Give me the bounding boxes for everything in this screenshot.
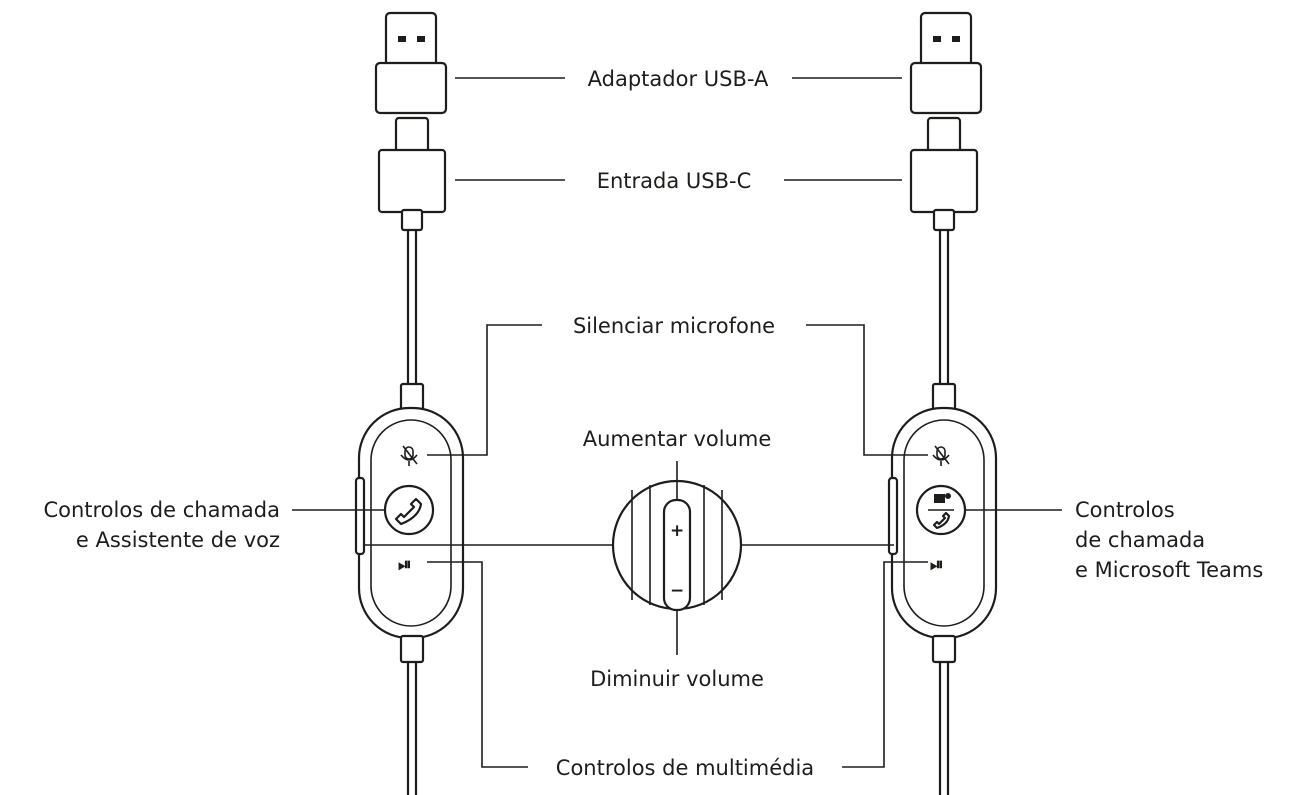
label-usb-c-input: Entrada USB-C: [597, 169, 752, 193]
label-volume-up: Aumentar volume: [583, 427, 772, 451]
right-remote-bottom-strain: [931, 634, 957, 664]
right-usb-a-contact: [933, 36, 941, 42]
left-usb-c-body: [377, 148, 447, 214]
right-usb-c-body: [909, 148, 979, 214]
left-usb-c-tip: [394, 116, 430, 154]
right-usb-c-strain-relief: [932, 208, 956, 232]
label-call-controls-teams-line3: e Microsoft Teams: [1075, 558, 1263, 582]
label-volume-down: Diminuir volume: [590, 667, 764, 691]
right-usb-a-adapter-body: [919, 11, 973, 68]
right-usb-c-tip: [926, 116, 962, 154]
left-mute-mic-icon[interactable]: [400, 445, 418, 466]
left-call-button[interactable]: [383, 484, 435, 536]
volume-up-plus-icon[interactable]: +: [670, 521, 684, 541]
right-remote-volume-rocker[interactable]: [887, 476, 899, 556]
phone-icon: [394, 497, 423, 526]
left-remote-top-strain: [399, 382, 425, 412]
label-media-controls: Controlos de multimédia: [556, 756, 814, 780]
left-usb-a-contact: [417, 36, 425, 42]
left-remote-bottom-strain: [399, 634, 425, 664]
volume-down-minus-icon[interactable]: −: [670, 581, 684, 601]
left-usb-a-adapter-body: [384, 11, 438, 68]
left-play-pause-icon[interactable]: ⏯: [398, 555, 412, 575]
right-usb-a-contact: [952, 36, 960, 42]
label-call-controls-teams-line2: de chamada: [1075, 528, 1205, 552]
left-remote-inner: [370, 419, 452, 627]
label-usb-a-adapter: Adaptador USB-A: [588, 67, 769, 91]
leader-lines: [292, 77, 1062, 768]
label-mute-microphone: Silenciar microfone: [573, 314, 775, 338]
left-remote-volume-rocker[interactable]: [354, 476, 366, 556]
left-cable-assembly: ⏯: [354, 11, 465, 795]
right-play-pause-icon[interactable]: ⏯: [930, 555, 944, 575]
label-call-controls-teams-line1: Controlos: [1075, 498, 1175, 522]
right-remote-inner: [903, 419, 985, 627]
phone-icon: [932, 511, 951, 530]
right-mute-mic-icon[interactable]: [932, 445, 950, 466]
left-usb-a-adapter-plug: [374, 61, 448, 115]
label-call-controls-voice-assistant-line2: e Assistente de voz: [76, 528, 280, 552]
left-usb-c-strain-relief: [400, 208, 424, 232]
right-cable-assembly: ⏯: [887, 11, 998, 795]
right-remote-top-strain: [931, 382, 957, 412]
label-call-controls-voice-assistant-line1: Controlos de chamada: [43, 498, 280, 522]
teams-icon: [934, 493, 951, 503]
left-usb-a-contact: [398, 36, 406, 42]
right-usb-a-adapter-plug: [909, 61, 983, 115]
